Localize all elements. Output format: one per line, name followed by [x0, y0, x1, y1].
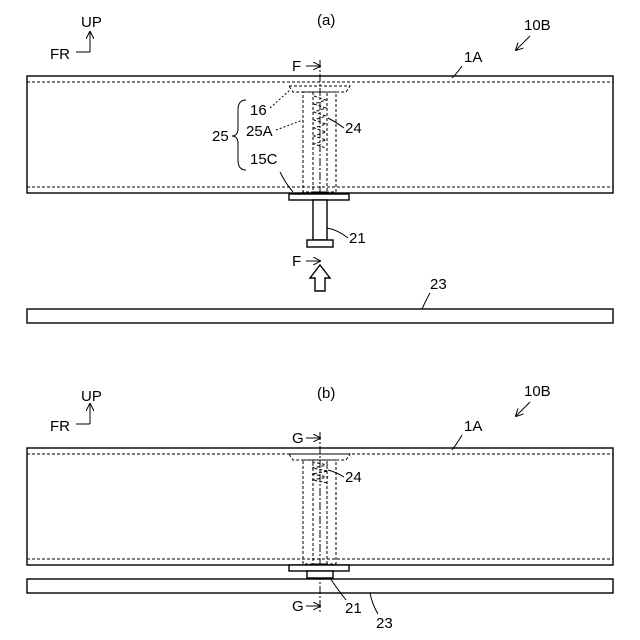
- part-16-label: 16: [250, 102, 267, 119]
- bolt-21-head-b: [307, 571, 333, 578]
- part-24-label-b: 24: [345, 469, 362, 486]
- assembly-arrow-b: [516, 402, 530, 416]
- assembly-arrow-a: [516, 36, 530, 50]
- member-23-a: [27, 309, 613, 323]
- panel-b-title: (b): [317, 385, 335, 402]
- direction-indicator-b: UP FR: [50, 388, 102, 435]
- part-23-label-a: 23: [430, 276, 447, 293]
- section-g-bottom: G: [292, 598, 304, 615]
- section-g-top: G: [292, 430, 304, 447]
- part-21-leader-b: [330, 578, 346, 600]
- part-21-label-b: 21: [345, 600, 362, 617]
- part-25a-label: 25A: [246, 123, 273, 140]
- group-25-label: 25: [212, 128, 229, 145]
- insertion-arrow-icon: [310, 265, 330, 291]
- assembly-label-b: 10B: [524, 383, 551, 400]
- part-25a-leader: [276, 120, 303, 130]
- part-23-leader-b: [370, 593, 378, 614]
- section-f-top: F: [292, 58, 301, 75]
- flange-b: [289, 565, 349, 571]
- up-label-a: UP: [81, 14, 102, 31]
- group-25-brace: [232, 100, 246, 170]
- part-15c-leader: [280, 172, 293, 192]
- part-21-leader-a: [327, 228, 348, 238]
- bolt-21-shank-a: [313, 200, 327, 240]
- part-23-leader-a: [422, 293, 430, 309]
- fr-label-b: FR: [50, 418, 70, 435]
- panel-b: (b) UP FR 10B 1A G 24 G 21 23: [27, 383, 613, 632]
- member-label-b: 1A: [464, 418, 482, 435]
- part-15c-label: 15C: [250, 151, 278, 168]
- direction-indicator-a: UP FR: [50, 14, 102, 63]
- part-15c-flange-a: [289, 194, 349, 200]
- part-16-leader: [270, 90, 290, 108]
- part-24-label-a: 24: [345, 120, 362, 137]
- bolt-21-head-a: [307, 240, 333, 247]
- part-23-label-b: 23: [376, 615, 393, 632]
- panel-a-title: (a): [317, 12, 335, 29]
- part-21-label-a: 21: [349, 230, 366, 247]
- panel-a: (a) UP FR 10B 1A F 16 25A: [27, 12, 613, 323]
- section-f-bottom: F: [292, 253, 301, 270]
- member-label-a: 1A: [464, 49, 482, 66]
- fr-label-a: FR: [50, 46, 70, 63]
- assembly-label-a: 10B: [524, 17, 551, 34]
- up-label-b: UP: [81, 388, 102, 405]
